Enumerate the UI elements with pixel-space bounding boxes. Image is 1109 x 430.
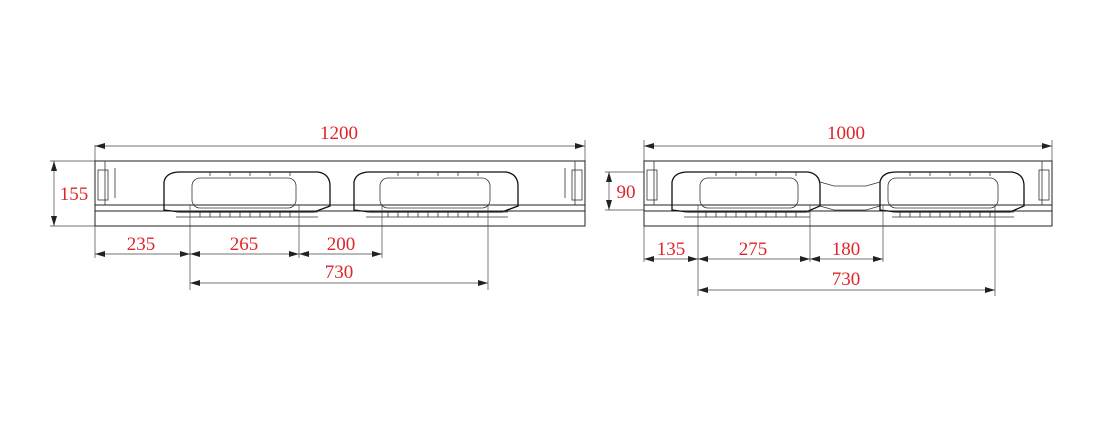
dim-row1-left: 235 265 200 — [94, 205, 489, 290]
dim-row1-right: 135 275 180 — [643, 205, 996, 296]
pallet-body-left — [94, 160, 586, 227]
dim-text-200: 200 — [327, 234, 356, 255]
dim-text-235: 235 — [127, 234, 156, 255]
dim-text-730-left: 730 — [325, 262, 354, 283]
dim-row2-left: 730 — [190, 262, 488, 286]
pallet-body-right — [643, 160, 1053, 227]
dim-text-730-right: 730 — [832, 269, 861, 290]
dim-overall-length-left: 1200 — [94, 123, 586, 165]
dim-text-180: 180 — [832, 239, 861, 260]
dim-text-265: 265 — [230, 234, 259, 255]
dim-row2-right: 730 — [698, 269, 995, 293]
dim-text-1000: 1000 — [827, 123, 865, 144]
dim-overall-length-right: 1000 — [643, 123, 1053, 165]
dim-height-left: 155 — [50, 160, 95, 227]
dim-text-135: 135 — [657, 239, 686, 260]
dim-text-275: 275 — [739, 239, 768, 260]
dim-text-155: 155 — [60, 184, 89, 205]
pallet-view-1000: 1000 90 — [605, 123, 1053, 296]
dim-text-1200: 1200 — [320, 123, 358, 144]
dim-height-right: 90 — [605, 171, 644, 211]
dim-text-90: 90 — [617, 182, 636, 203]
pallet-view-1200: 1200 155 — [50, 123, 586, 290]
